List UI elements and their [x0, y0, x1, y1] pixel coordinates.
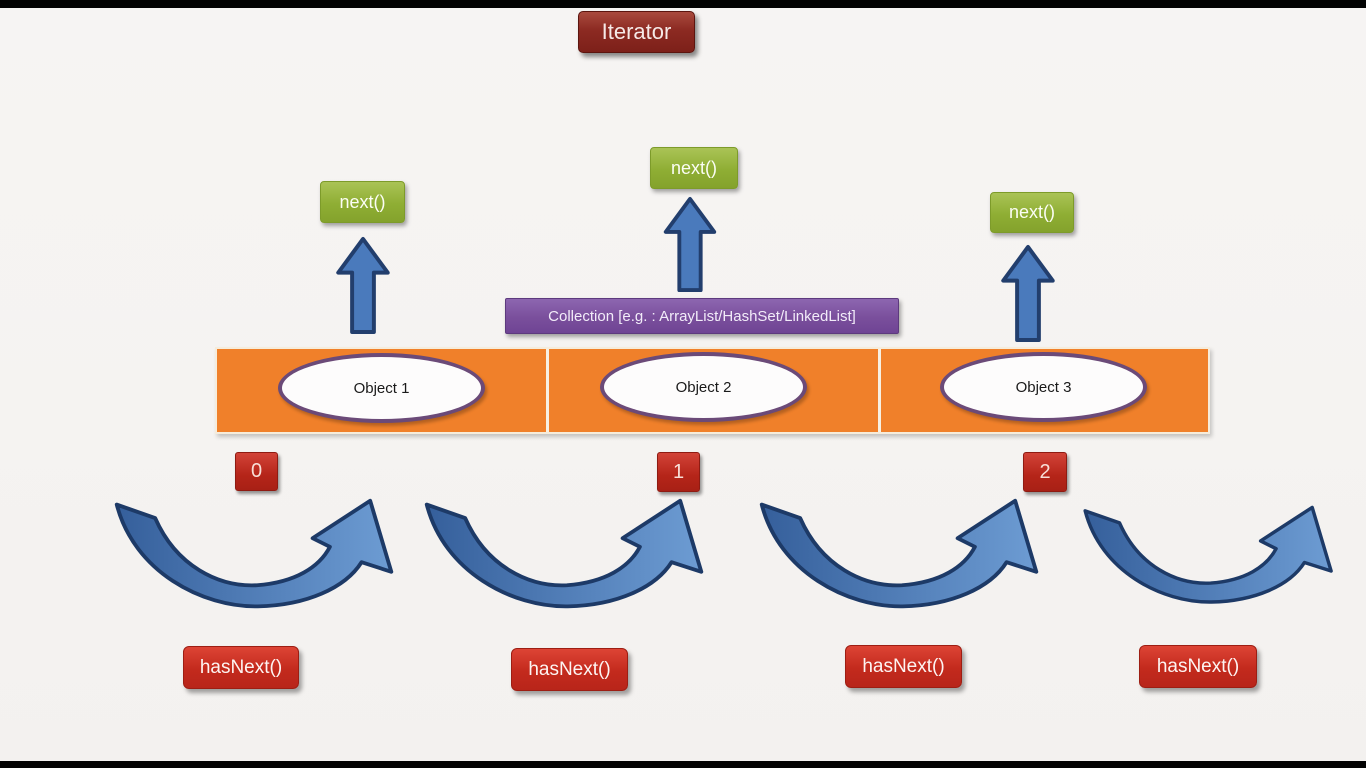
curved-arrow-3	[759, 498, 1039, 609]
up-arrow-2	[663, 196, 717, 293]
collection-label-box: Collection [e.g. : ArrayList/HashSet/Lin…	[505, 298, 899, 334]
object-ellipse-3: Object 3	[940, 352, 1147, 422]
next-box-2: next()	[650, 147, 738, 189]
object-ellipse-2: Object 2	[600, 352, 807, 422]
index-box-0: 0	[235, 452, 278, 491]
object-ellipse-1: Object 1	[278, 353, 485, 423]
hasnext-box-2: hasNext()	[511, 648, 628, 691]
next-box-3: next()	[990, 192, 1074, 233]
curved-arrow-2	[424, 498, 704, 609]
hasnext-box-4: hasNext()	[1139, 645, 1257, 688]
up-arrow-1	[336, 236, 390, 335]
array-cell-separator	[546, 349, 549, 432]
array-cell-separator	[878, 349, 881, 432]
object-label-1: Object 1	[353, 379, 410, 397]
index-box-1: 1	[657, 452, 700, 492]
top-black-bar	[0, 0, 1366, 8]
curved-arrow-1	[114, 498, 394, 609]
index-box-2: 2	[1023, 452, 1067, 492]
next-box-1: next()	[320, 181, 405, 223]
up-arrow-3	[1001, 244, 1055, 343]
hasnext-box-1: hasNext()	[183, 646, 299, 689]
hasnext-box-3: hasNext()	[845, 645, 962, 688]
object-label-2: Object 2	[675, 378, 732, 396]
curved-arrow-4	[1083, 505, 1333, 604]
bottom-black-bar	[0, 761, 1366, 768]
object-label-3: Object 3	[1015, 378, 1072, 396]
iterator-title-box: Iterator	[578, 11, 695, 53]
